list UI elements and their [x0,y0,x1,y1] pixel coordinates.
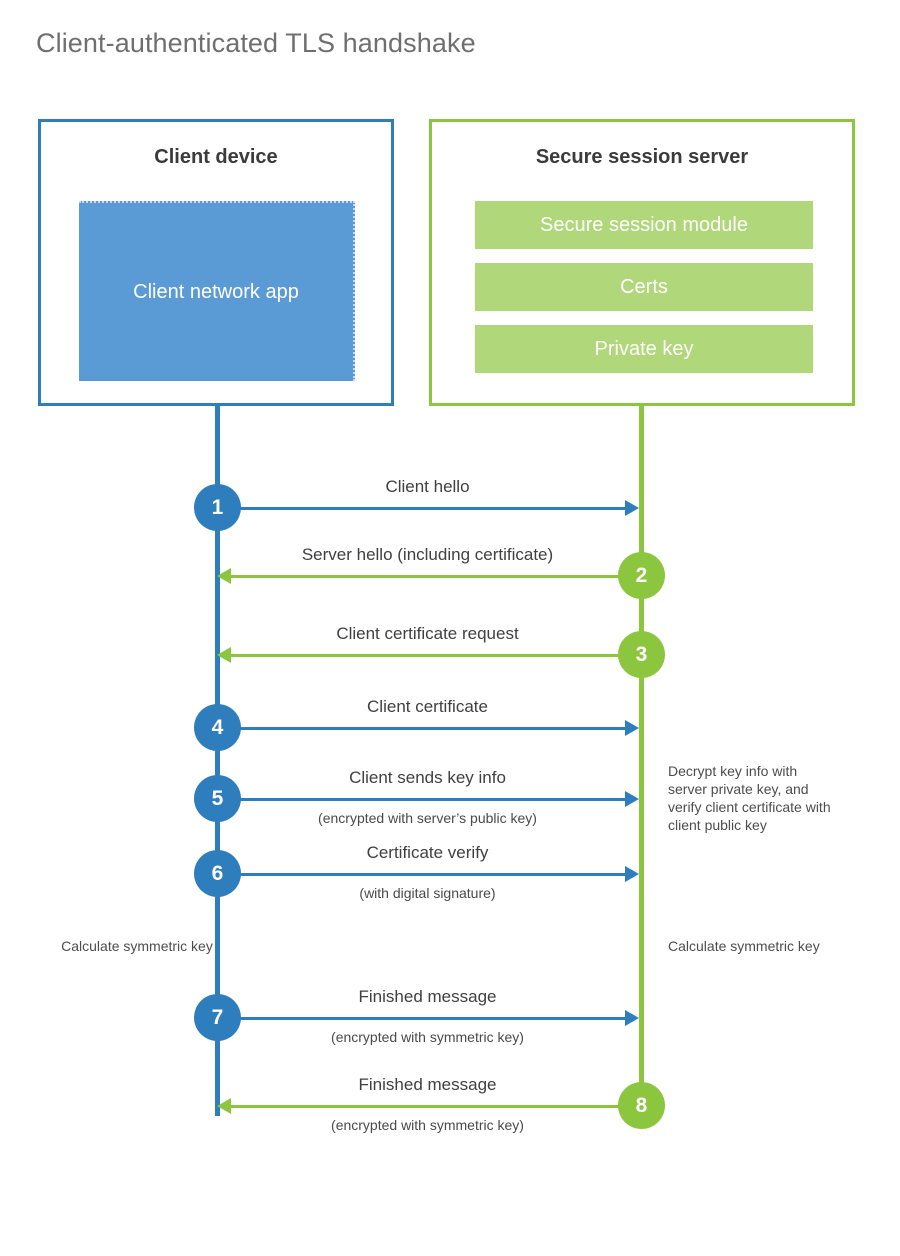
message-5-line [217,798,625,801]
message-8-label: Finished message [358,1075,497,1094]
step-bullet-8: 8 [618,1082,665,1129]
server-item-secure-session-module: Secure session module [475,201,813,249]
step-bullet-5: 5 [194,775,241,822]
message-1-line [217,507,625,510]
message-3-arrowhead [217,647,231,663]
message-8-arrowhead [217,1098,231,1114]
message-3-line [231,654,641,657]
message-5-arrowhead [625,791,639,807]
message-5-label: Client sends key info [349,768,506,787]
client-lifeline [215,404,220,1116]
message-8-line [231,1105,641,1108]
message-5-sublabel: (encrypted with server’s public key) [318,810,537,826]
secure-session-server-title: Secure session server [535,146,749,168]
message-7-sublabel: (encrypted with symmetric key) [331,1029,524,1045]
client-network-app-block: Client network app [79,201,355,381]
server-item-private-key: Private key [475,325,813,373]
message-2-arrowhead [217,568,231,584]
message-4-label: Client certificate [367,697,488,716]
note-server-decrypt: Decrypt key info with server private key… [668,763,831,833]
page-title: Client-authenticated TLS handshake [36,28,476,58]
message-1-label: Client hello [385,477,470,496]
message-6-label: Certificate verify [366,843,489,862]
step-bullet-3: 3 [618,631,665,678]
secure-session-server-box: Secure session server Secure session mod… [429,119,855,406]
client-device-box: Client device Client network app [38,119,394,406]
client-device-title: Client device [154,146,278,168]
step-bullet-4: 4 [194,704,241,751]
message-6-line [217,873,625,876]
note-calculate-symmetric-key-client: Calculate symmetric key [61,938,213,954]
step-bullet-2: 2 [618,552,665,599]
message-3-label: Client certificate request [336,624,519,643]
step-bullet-7: 7 [194,994,241,1041]
message-4-arrowhead [625,720,639,736]
message-2-line [231,575,641,578]
client-network-app-label: Client network app [133,280,299,303]
server-item-certs: Certs [475,263,813,311]
message-6-arrowhead [625,866,639,882]
step-bullet-1: 1 [194,484,241,531]
message-8-sublabel: (encrypted with symmetric key) [331,1117,524,1133]
message-2-label: Server hello (including certificate) [301,545,554,564]
message-1-arrowhead [625,500,639,516]
note-calculate-symmetric-key-server: Calculate symmetric key [668,938,820,954]
message-4-line [217,727,625,730]
step-bullet-6: 6 [194,850,241,897]
server-lifeline [639,404,644,1110]
message-7-label: Finished message [358,987,497,1006]
message-6-sublabel: (with digital signature) [359,885,496,901]
message-7-line [217,1017,625,1020]
message-7-arrowhead [625,1010,639,1026]
